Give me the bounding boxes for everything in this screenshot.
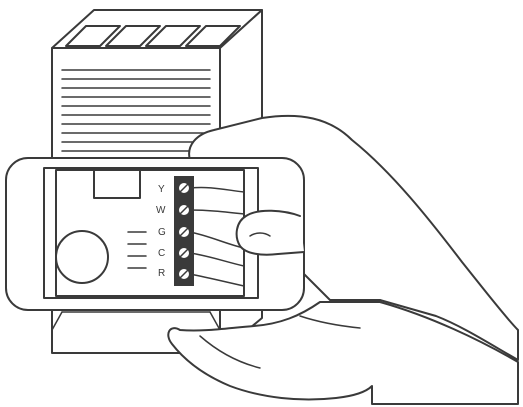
terminal-label-g: G	[158, 227, 166, 238]
backplate-hole	[56, 231, 108, 283]
terminal-label-w: W	[156, 205, 166, 216]
backplate-tab	[94, 170, 140, 198]
thumb	[237, 211, 304, 255]
terminal-label-y: Y	[158, 184, 165, 195]
terminal-label-c: C	[158, 248, 165, 259]
terminal-label-r: R	[158, 268, 165, 279]
